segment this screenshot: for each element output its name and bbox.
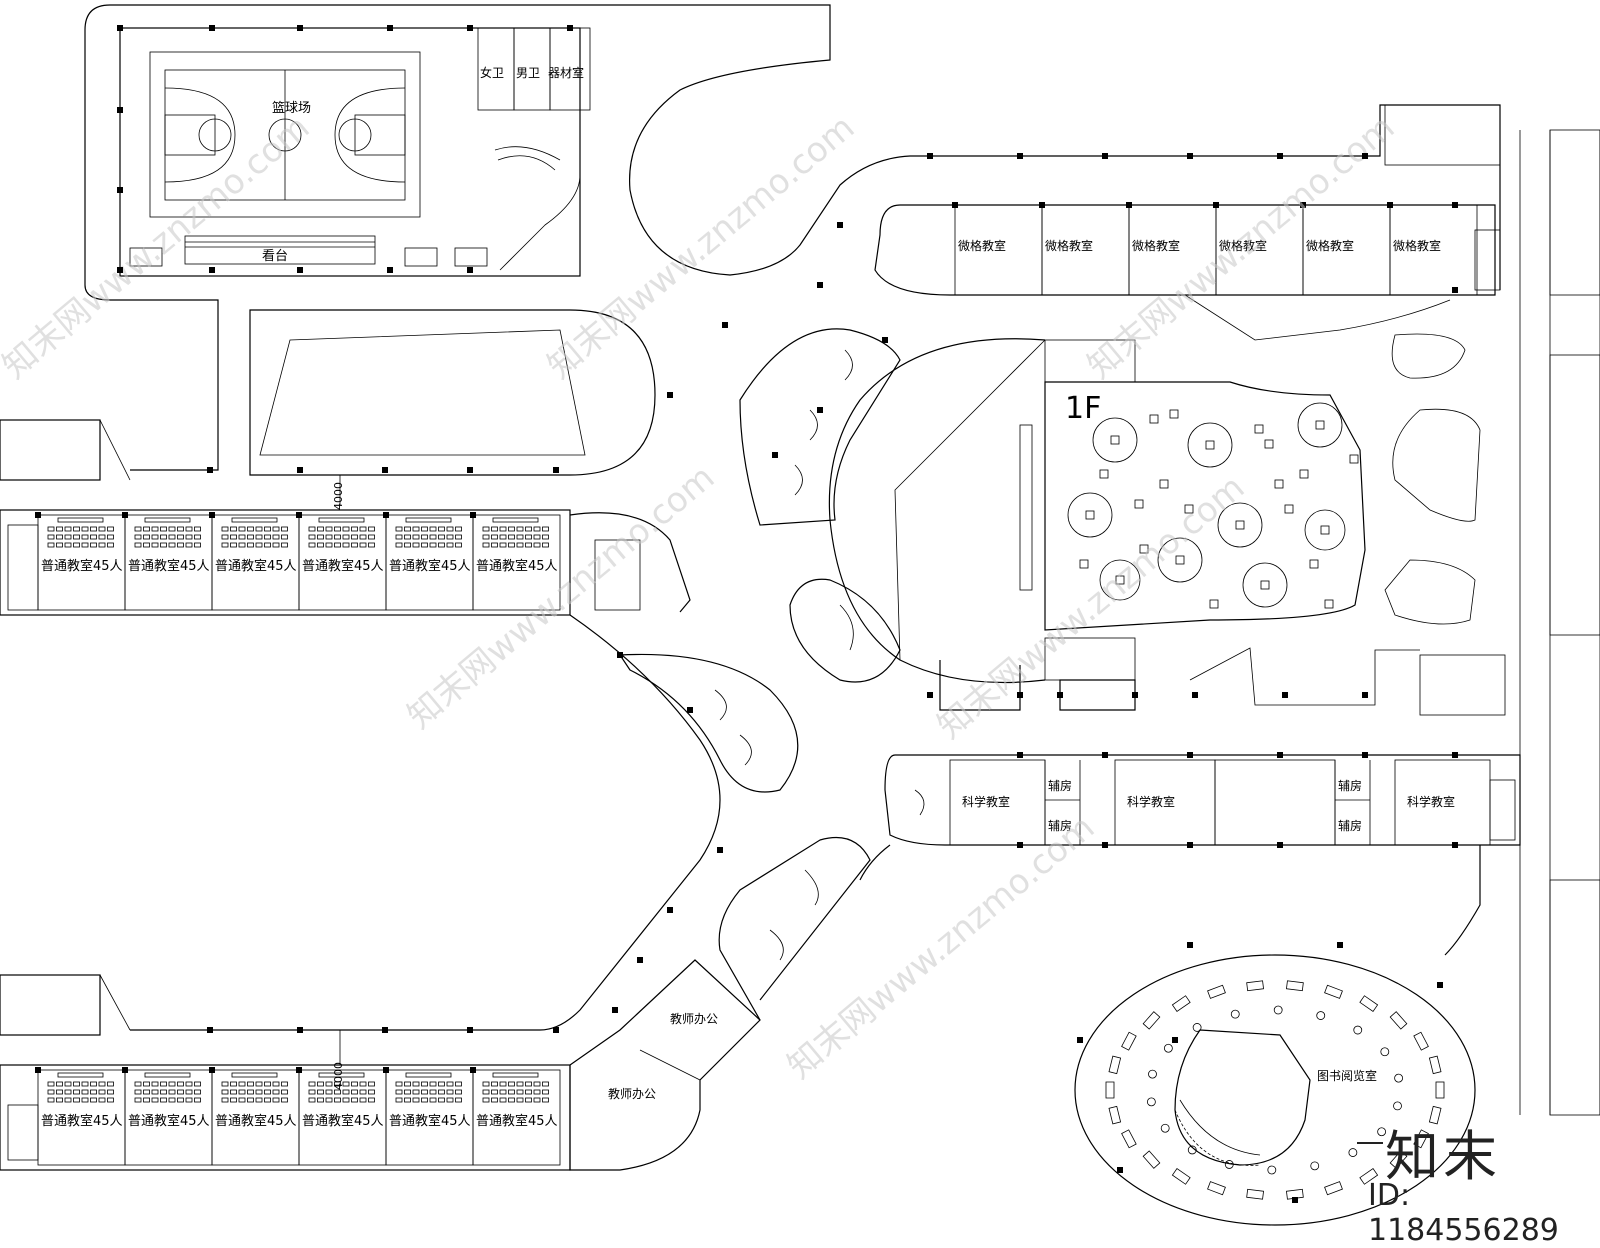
- upper-classroom-wing: 普通教室45人普通教室45人普通教室45人普通教室45人普通教室45人普通教室4…: [0, 419, 571, 616]
- lower-classroom-label: 普通教室45人: [128, 1113, 210, 1129]
- basketball-court: [149, 51, 421, 218]
- upper-classroom-label: 普通教室45人: [389, 558, 471, 574]
- upper-classroom-label: 普通教室45人: [302, 558, 384, 574]
- lower-classroom-label: 普通教室45人: [41, 1113, 123, 1129]
- watermark-text-6: 知末网www.znzmo.com: [780, 807, 1102, 1086]
- atrium-seating-pod: [1157, 537, 1203, 583]
- watermark-id: ID: 1184556289: [1368, 1178, 1559, 1248]
- teacher-office-block: 教师办公 教师办公: [569, 959, 761, 1171]
- upper-classroom-label: 普通教室45人: [215, 558, 297, 574]
- equipment-room-label: 器材室: [548, 65, 584, 80]
- lower-washroom: [0, 974, 101, 1036]
- atrium-seating-pod: [1187, 422, 1233, 468]
- teacher-office-lower-label: 教师办公: [608, 1086, 656, 1101]
- atrium-seating-pod: [1067, 492, 1113, 538]
- micro-classroom-label: 微格教室: [958, 238, 1006, 253]
- atrium-seating-pod: [1297, 402, 1343, 448]
- courtyard-pod-lower: [718, 836, 871, 1021]
- watermark-text-4: 知末网www.znzmo.com: [400, 457, 722, 736]
- central-atrium: 1F: [828, 338, 1366, 684]
- science-wing: 科学教室 科学教室 科学教室 辅房 辅房 辅房 辅房: [859, 647, 1521, 881]
- lower-classroom-label: 普通教室45人: [302, 1113, 384, 1129]
- sports-block: 篮球场 看台 女卫 男卫 器材室: [84, 4, 1501, 471]
- dimension-label-lower: 4000: [332, 1062, 345, 1090]
- diagonal-corridor: [130, 614, 721, 1031]
- micro-classroom-label: 微格教室: [1393, 238, 1441, 253]
- lower-classroom-wing: 普通教室45人普通教室45人普通教室45人普通教室45人普通教室45人普通教室4…: [0, 974, 571, 1171]
- running-track: [249, 309, 656, 476]
- dimension-label-upper: 4000: [332, 482, 345, 510]
- lower-classroom-6: [472, 1069, 561, 1166]
- library-outline: [1074, 954, 1476, 1226]
- atrium-seating-pod: [1099, 559, 1141, 601]
- micro-classroom-label: 微格教室: [1132, 238, 1180, 253]
- atrium-seating-pod: [1242, 562, 1288, 608]
- upper-classroom-6: [472, 514, 561, 611]
- upper-classroom-label: 普通教室45人: [128, 558, 210, 574]
- micro-classroom-label: 微格教室: [1219, 238, 1267, 253]
- upper-classroom-label: 普通教室45人: [41, 558, 123, 574]
- teacher-office-upper-label: 教师办公: [670, 1011, 718, 1026]
- courtyard-pod-upper: [739, 328, 901, 526]
- mens-wc-label: 男卫: [516, 66, 540, 80]
- atrium-seating-pod: [1304, 509, 1346, 551]
- lower-right-washroom: [1419, 654, 1506, 716]
- lower-classroom-label: 普通教室45人: [476, 1113, 558, 1129]
- science-classroom-label: 科学教室: [1127, 794, 1175, 809]
- micro-classroom-label: 微格教室: [1306, 238, 1354, 253]
- lower-classroom-label: 普通教室45人: [215, 1113, 297, 1129]
- aux-room-3-label: 辅房: [1338, 778, 1362, 793]
- upper-stair: [7, 524, 39, 611]
- aux-room-1-label: 辅房: [1048, 778, 1072, 793]
- upper-stair-tower: [569, 512, 691, 613]
- library: 图书阅览室: [1074, 845, 1481, 1226]
- science-classroom-label: 科学教室: [1407, 794, 1455, 809]
- stands-label: 看台: [262, 248, 288, 264]
- micro-classroom-label: 微格教室: [1045, 238, 1093, 253]
- courtyard-pod-mid: [789, 578, 901, 683]
- watermark-logo-dash: [1357, 1142, 1383, 1144]
- courtyard-pod-left: [618, 653, 799, 793]
- lower-classroom-label: 普通教室45人: [389, 1113, 471, 1129]
- watermark-logo: 知末: [1385, 1125, 1501, 1188]
- micro-classroom-6: [1389, 204, 1478, 296]
- atrium-seating-pod: [1217, 502, 1263, 548]
- aux-room-4-label: 辅房: [1338, 818, 1362, 833]
- round-hall: [828, 338, 1046, 684]
- upper-washroom: [0, 419, 101, 481]
- upper-right-stair: [1474, 229, 1501, 291]
- lower-stair: [7, 1104, 39, 1161]
- library-label: 图书阅览室: [1317, 1068, 1377, 1083]
- floor-level-label: 1F: [1065, 391, 1101, 426]
- science-classroom-mid: [1214, 759, 1336, 846]
- upper-right-washroom: [1384, 104, 1501, 166]
- atrium-floor: [1044, 381, 1366, 631]
- science-classroom-3: [1394, 759, 1491, 846]
- watermark-text-5: 知末网www.znzmo.com: [930, 467, 1252, 746]
- watermark-text-2: 知末网www.znzmo.com: [540, 107, 862, 386]
- micro-classroom-wing: 微格教室 微格教室 微格教室 微格教室 微格教室 微格教室: [874, 104, 1501, 625]
- atrium-seating-pod: [1092, 417, 1138, 463]
- aux-room-2-label: 辅房: [1048, 818, 1072, 833]
- east-bands: [1519, 129, 1600, 1116]
- science-stair: [1489, 779, 1516, 841]
- basketball-court-label: 篮球场: [272, 101, 311, 116]
- womens-wc-label: 女卫: [480, 65, 504, 80]
- science-classroom-label: 科学教室: [962, 794, 1010, 809]
- stands: [184, 235, 376, 265]
- upper-classroom-label: 普通教室45人: [476, 558, 558, 574]
